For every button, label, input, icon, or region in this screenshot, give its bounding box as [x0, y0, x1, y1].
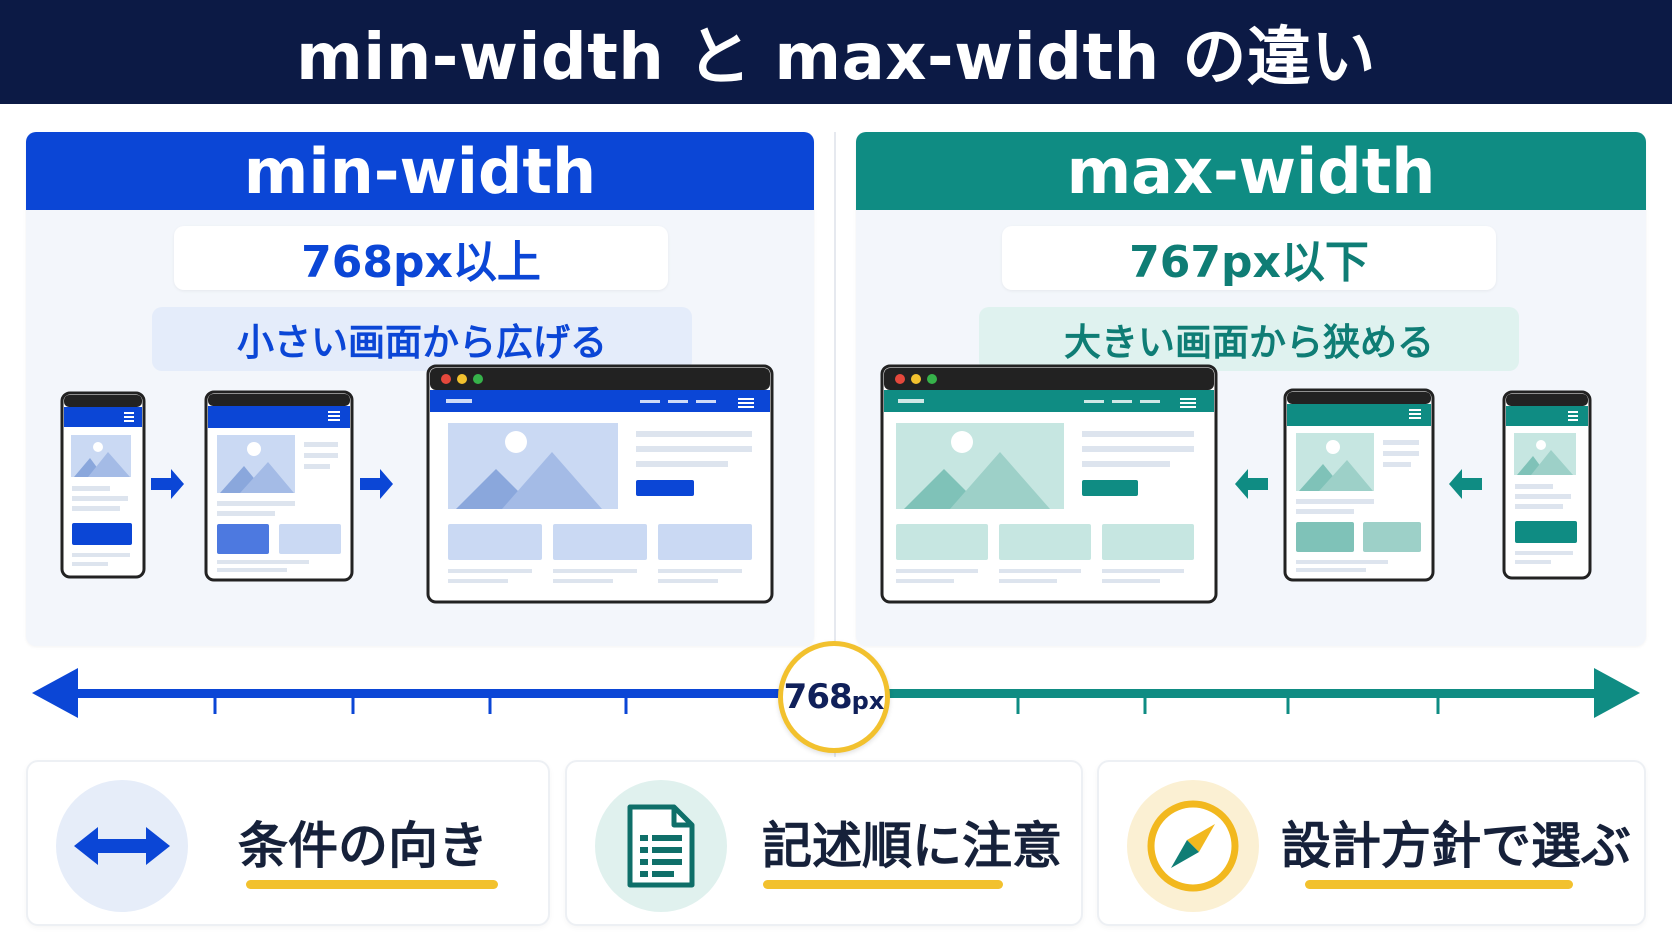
phone-device: [60, 391, 146, 579]
tablet-device: [204, 390, 354, 582]
arrow-left-icon: [1449, 469, 1482, 499]
tablet-device: [1283, 388, 1435, 582]
document-icon: [595, 780, 727, 912]
min-width-header: min-width: [26, 132, 814, 210]
double-arrow-icon: [56, 780, 188, 912]
card-label: 設計方針で選ぶ: [1281, 817, 1631, 875]
max-width-header: max-width: [856, 132, 1646, 210]
arrow-right-icon: [360, 469, 393, 499]
arrow-left-icon: [1235, 469, 1268, 499]
card-condition-direction: 条件の向き: [26, 760, 550, 926]
scale-right-arrowhead: [1594, 668, 1640, 718]
center-divider: [834, 132, 836, 757]
title-banner: min-width と max-width の違い: [0, 0, 1672, 104]
breakpoint-unit: px: [851, 687, 885, 715]
card-order-caution: 記述順に注意: [565, 760, 1083, 926]
arrow-right-icon: [151, 469, 184, 499]
browser-device: [426, 364, 774, 604]
card-label: 記述順に注意: [762, 817, 1062, 875]
max-width-description: 大きい画面から狭める: [979, 307, 1519, 371]
breakpoint-value: 768: [783, 677, 853, 717]
phone-device: [1502, 390, 1592, 580]
scale-left-arrowhead: [32, 668, 78, 718]
browser-device: [880, 364, 1218, 604]
page-title: min-width と max-width の違い: [296, 21, 1376, 95]
card-underline: [246, 880, 498, 889]
min-width-range: 768px以上: [174, 226, 668, 290]
max-width-panel: max-width 767px以下 大きい画面から狭める: [856, 132, 1646, 646]
card-label: 条件の向き: [238, 817, 488, 875]
max-width-range: 767px以下: [1002, 226, 1496, 290]
min-width-device-flow: [60, 364, 774, 604]
card-underline: [1305, 880, 1573, 889]
card-underline: [763, 880, 1003, 889]
min-width-panel: min-width 768px以上 小さい画面から広げる: [26, 132, 814, 646]
compass-icon: [1127, 780, 1259, 912]
card-design-policy: 設計方針で選ぶ: [1097, 760, 1646, 926]
min-width-description: 小さい画面から広げる: [152, 307, 692, 371]
max-width-device-flow: [880, 364, 1592, 604]
